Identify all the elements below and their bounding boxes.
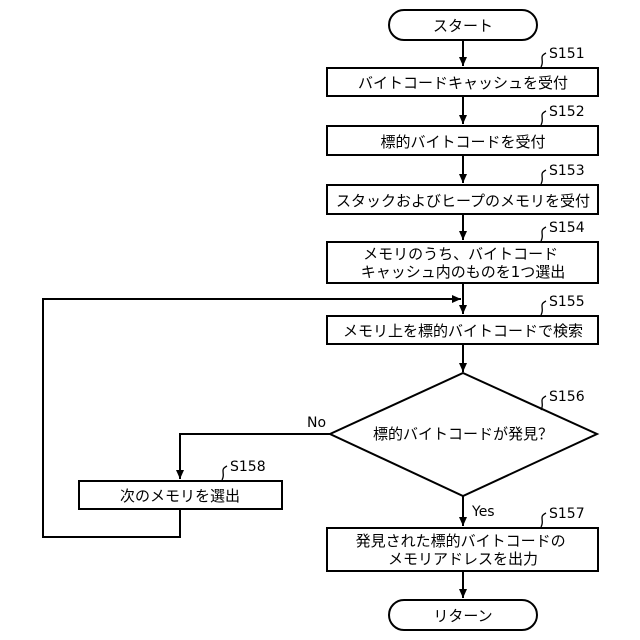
- step-s151-text: バイトコードキャッシュを受付: [358, 74, 568, 92]
- step-label-s153: S153: [549, 163, 585, 179]
- step-label-leader: [222, 466, 227, 480]
- step-label-leader: [541, 513, 546, 527]
- step-label-s158: S158: [230, 459, 266, 475]
- step-s155: メモリ上を標的バイトコードで検索: [327, 316, 598, 344]
- step-label-s157: S157: [549, 506, 585, 522]
- branch-no-label: No: [307, 415, 326, 431]
- step-s152: 標的バイトコードを受付: [327, 126, 598, 155]
- step-label-leader: [541, 396, 546, 410]
- step-label-leader: [541, 227, 546, 241]
- step-s152-text: 標的バイトコードを受付: [380, 133, 545, 151]
- step-s154: メモリのうち、バイトコード キャッシュ内のものを1つ選出: [327, 242, 598, 283]
- step-label-leader: [541, 170, 546, 184]
- step-s154-text: メモリのうち、バイトコード キャッシュ内のものを1つ選出: [361, 245, 566, 281]
- step-label-s156: S156: [549, 389, 585, 405]
- end-label: リターン: [433, 607, 492, 625]
- branch-yes-label: Yes: [471, 504, 495, 520]
- step-label-leader: [541, 301, 546, 315]
- step-s158-text: 次のメモリを選出: [120, 487, 240, 505]
- step-s151: バイトコードキャッシュを受付: [327, 68, 598, 96]
- step-label-s155: S155: [549, 294, 585, 310]
- step-label-s154: S154: [549, 220, 585, 236]
- step-label-leader: [541, 53, 546, 67]
- step-s155-text: メモリ上を標的バイトコードで検索: [343, 322, 583, 340]
- step-s158: 次のメモリを選出: [79, 481, 282, 509]
- step-s153: スタックおよびヒープのメモリを受付: [327, 185, 598, 214]
- start-terminal: スタート: [389, 10, 537, 40]
- start-label: スタート: [433, 17, 493, 35]
- step-s157: 発見された標的バイトコードの メモリアドレスを出力: [327, 528, 598, 571]
- end-terminal: リターン: [389, 600, 537, 630]
- step-s153-text: スタックおよびヒープのメモリを受付: [336, 192, 590, 210]
- step-label-s152: S152: [549, 104, 585, 120]
- step-label-leader: [541, 111, 546, 125]
- step-label-s151: S151: [549, 46, 585, 62]
- decision-label: 標的バイトコードが発見？: [373, 425, 553, 443]
